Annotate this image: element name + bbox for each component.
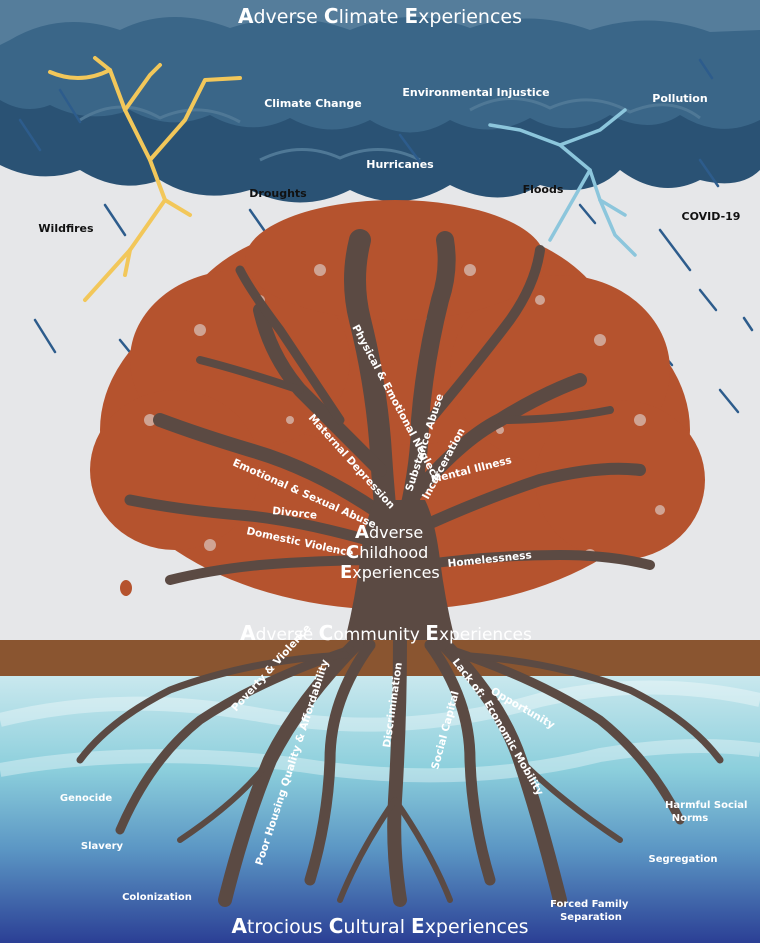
svg-text:Childhood: Childhood bbox=[346, 542, 428, 563]
label-slavery: Slavery bbox=[81, 841, 124, 852]
cultural-title: Atrocious Cultural Experiences bbox=[231, 914, 528, 938]
label-covid: COVID-19 bbox=[682, 210, 741, 223]
label-droughts: Droughts bbox=[249, 187, 307, 200]
storm-clouds bbox=[0, 0, 760, 203]
label-pollution: Pollution bbox=[652, 92, 707, 105]
label-environmental-injustice: Environmental Injustice bbox=[402, 86, 549, 99]
label-hurricanes: Hurricanes bbox=[366, 158, 434, 171]
label-floods: Floods bbox=[523, 183, 564, 196]
community-title: Adverse Community Experiences bbox=[240, 621, 532, 645]
underground-water bbox=[0, 676, 760, 943]
climate-title: Adverse Climate Experiences bbox=[238, 4, 522, 28]
label-segregation: Segregation bbox=[649, 854, 718, 865]
label-genocide: Genocide bbox=[60, 793, 112, 804]
svg-text:Adverse: Adverse bbox=[355, 522, 423, 543]
label-colonization: Colonization bbox=[122, 892, 192, 903]
soil-band bbox=[0, 640, 760, 676]
label-wildfires: Wildfires bbox=[38, 222, 94, 235]
svg-text:Experiences: Experiences bbox=[340, 562, 440, 583]
label-climate-change: Climate Change bbox=[264, 97, 362, 110]
